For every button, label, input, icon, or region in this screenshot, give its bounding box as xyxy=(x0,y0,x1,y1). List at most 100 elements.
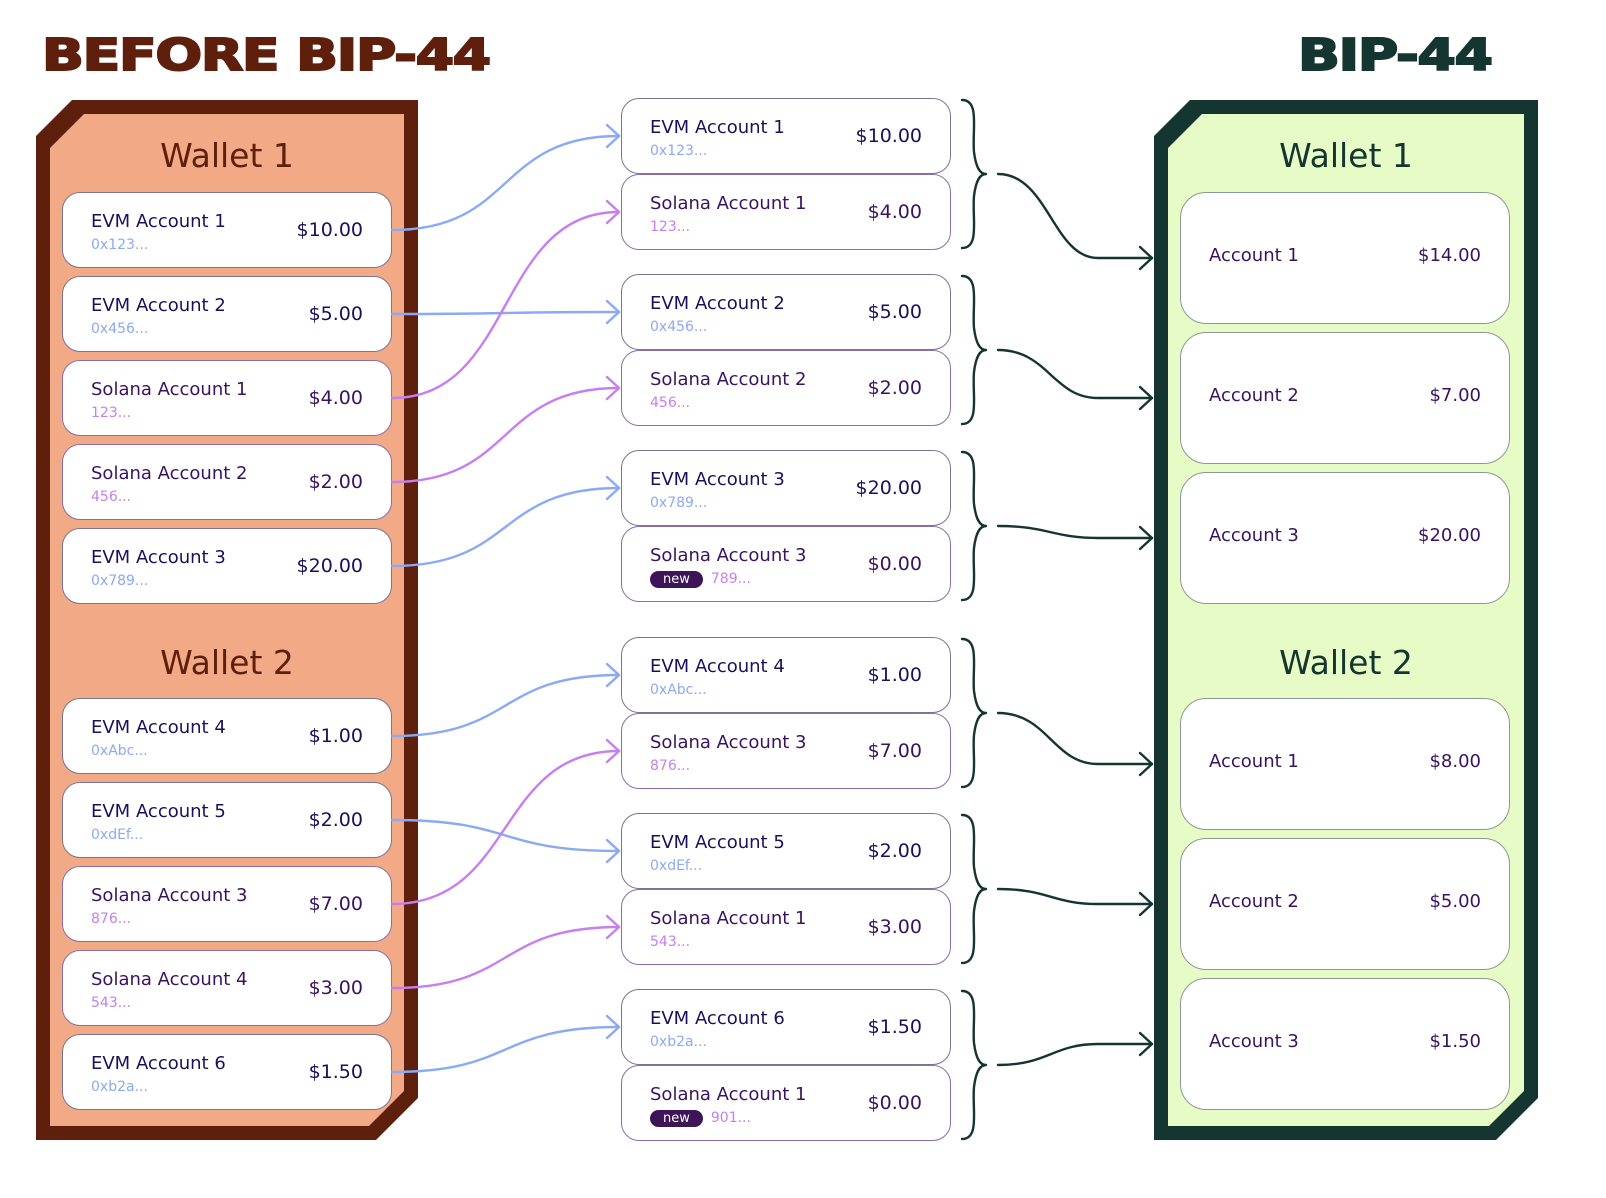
address-text: 876... xyxy=(650,758,691,774)
account-mapping-line xyxy=(390,386,621,484)
account-address: 0x456... xyxy=(650,319,707,335)
account-address: 123... xyxy=(650,219,690,235)
account-name: EVM Account 2 xyxy=(650,293,785,314)
account-name: Solana Account 1 xyxy=(650,908,807,929)
arrow-head-icon xyxy=(1138,385,1154,411)
arrow-head-icon xyxy=(1138,525,1154,551)
account-name: EVM Account 6 xyxy=(650,1008,785,1029)
account-name: EVM Account 4 xyxy=(91,717,226,738)
account-name: Solana Account 1 xyxy=(650,193,807,214)
account-address: 0x123... xyxy=(650,143,707,159)
account-address: 0x123... xyxy=(91,237,148,253)
account-address: 543... xyxy=(650,934,690,950)
middle-account-card[interactable]: EVM Account 6 0xb2a... $1.50 xyxy=(621,989,951,1065)
account-name: Solana Account 2 xyxy=(650,369,807,390)
after-account-card[interactable]: Account 2$5.00 xyxy=(1180,838,1510,970)
group-brace xyxy=(960,989,988,1141)
address-text: 0xb2a... xyxy=(91,1079,148,1095)
group-brace xyxy=(960,450,988,602)
account-mapping-line xyxy=(390,310,621,316)
account-balance: $1.50 xyxy=(867,1016,922,1038)
after-account-card[interactable]: Account 1$14.00 xyxy=(1180,192,1510,324)
account-name: EVM Account 5 xyxy=(91,801,226,822)
group-to-account-arrow xyxy=(996,887,1154,906)
arrow-head-icon xyxy=(1138,891,1154,917)
account-balance: $5.00 xyxy=(867,301,922,323)
account-balance: $1.00 xyxy=(867,664,922,686)
account-address: 123... xyxy=(91,405,131,421)
account-balance: $3.00 xyxy=(308,977,363,999)
account-mapping-line xyxy=(390,210,621,400)
arrow-head-icon xyxy=(1138,1031,1154,1057)
account-balance: $7.00 xyxy=(1429,385,1481,406)
account-name: Solana Account 3 xyxy=(650,732,807,753)
address-text: 0x456... xyxy=(91,321,149,337)
account-balance: $1.50 xyxy=(1429,1031,1481,1052)
account-balance: $10.00 xyxy=(855,125,922,147)
middle-account-card[interactable]: Solana Account 2 456... $2.00 xyxy=(621,350,951,426)
account-mapping-line xyxy=(390,1025,621,1074)
account-name: Solana Account 1 xyxy=(91,379,248,400)
account-balance: $2.00 xyxy=(308,809,363,831)
group-to-account-arrow xyxy=(996,524,1154,540)
address-text: 456... xyxy=(650,395,691,411)
address-text: 0x789... xyxy=(91,573,149,589)
arrow-head-icon xyxy=(1138,245,1154,271)
middle-account-card[interactable]: EVM Account 2 0x456... $5.00 xyxy=(621,274,951,350)
before-account-card[interactable]: EVM Account 4 0xAbc... $1.00 xyxy=(62,698,392,774)
after-wallet-1-title: Wallet 1 xyxy=(1279,136,1413,175)
before-account-card[interactable]: EVM Account 2 0x456... $5.00 xyxy=(62,276,392,352)
arrow-head-icon xyxy=(1138,751,1154,777)
address-text: 0x123... xyxy=(91,237,149,253)
after-account-card[interactable]: Account 2$7.00 xyxy=(1180,332,1510,464)
after-account-card[interactable]: Account 3$20.00 xyxy=(1180,472,1510,604)
address-text: 0x123... xyxy=(650,143,708,159)
middle-account-card[interactable]: EVM Account 4 0xAbc... $1.00 xyxy=(621,637,951,713)
group-to-account-arrow xyxy=(996,1042,1154,1067)
account-address: 0xAbc... xyxy=(91,743,148,759)
account-balance: $5.00 xyxy=(308,303,363,325)
account-name: EVM Account 5 xyxy=(650,832,785,853)
account-name: EVM Account 2 xyxy=(91,295,226,316)
account-address: 543... xyxy=(91,995,131,1011)
account-mapping-line xyxy=(390,818,621,853)
after-account-card[interactable]: Account 3$1.50 xyxy=(1180,978,1510,1110)
account-address: 0xAbc... xyxy=(650,682,707,698)
address-text: 789... xyxy=(710,571,751,587)
address-text: 543... xyxy=(91,995,132,1011)
account-balance: $10.00 xyxy=(296,219,363,241)
arrow-head-icon xyxy=(605,299,621,325)
account-balance: $0.00 xyxy=(867,553,922,575)
account-address: 0xb2a... xyxy=(650,1034,707,1050)
address-text: 123... xyxy=(91,405,132,421)
address-text: 0x456... xyxy=(650,319,708,335)
group-to-account-arrow xyxy=(996,348,1154,400)
account-balance: $1.00 xyxy=(308,725,363,747)
account-address: 0x456... xyxy=(91,321,148,337)
account-address: 456... xyxy=(91,489,131,505)
arrow-head-icon xyxy=(605,914,621,940)
account-balance: $2.00 xyxy=(867,377,922,399)
account-name: EVM Account 4 xyxy=(650,656,785,677)
account-name: EVM Account 3 xyxy=(91,547,226,568)
after-account-card[interactable]: Account 1$8.00 xyxy=(1180,698,1510,830)
address-text: 123... xyxy=(650,219,691,235)
